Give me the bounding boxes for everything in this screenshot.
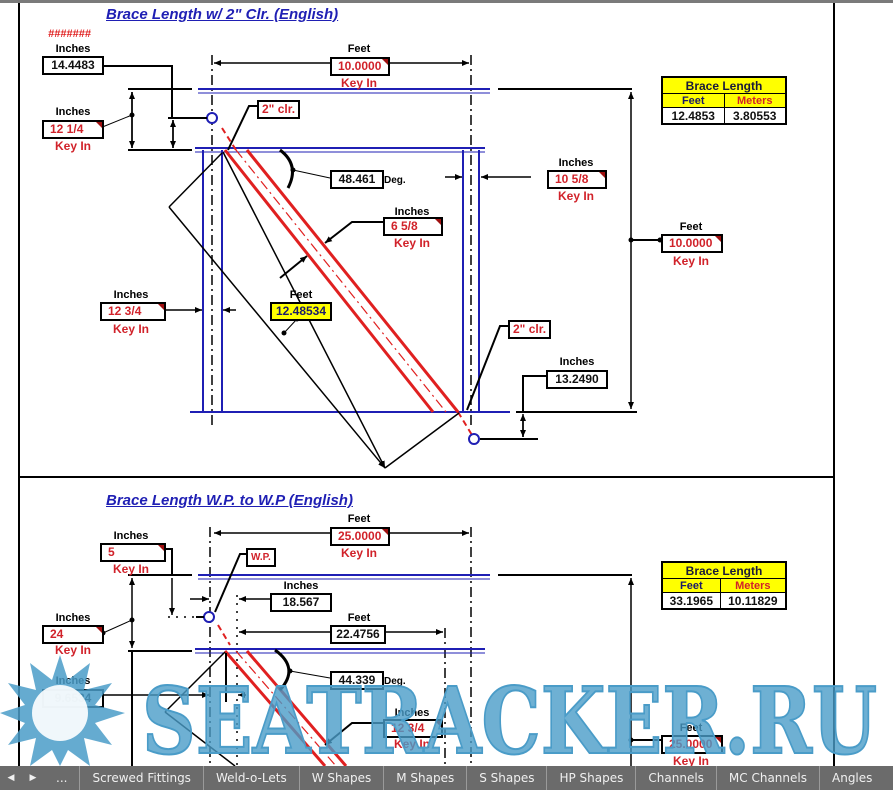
s2-mid-feet-output: 22.4756: [330, 625, 386, 644]
top-inches-output: 14.4483: [42, 56, 104, 75]
result-title: Brace Length: [661, 76, 787, 94]
left-col-key-in: Key In: [112, 322, 149, 336]
s2-offset-inches-label: Inches: [55, 612, 91, 624]
s2-height-feet-label: Feet: [679, 722, 703, 734]
offset-inches-label: Inches: [55, 106, 91, 118]
s2-top-inches-key-in: Key In: [112, 562, 149, 576]
s2-angle-unit: Deg.: [384, 676, 406, 687]
s2-left-inches-output: 9.6534: [42, 689, 104, 708]
s2-height-feet-key-in: Key In: [672, 754, 709, 768]
top-inches-label: Inches: [55, 43, 91, 55]
result-meters-header: Meters: [719, 578, 787, 593]
brace-width-label: Inches: [394, 206, 430, 218]
error-cell: #######: [48, 28, 91, 40]
s2-offset-inches-input[interactable]: 24: [42, 625, 104, 644]
s2-brace-width-key-in: Key In: [393, 737, 430, 751]
tab-weld-o-lets[interactable]: Weld-o-Lets: [202, 766, 299, 790]
offset-inches-input[interactable]: 12 1/4: [42, 120, 104, 139]
s2-offset-inches-key-in: Key In: [54, 643, 91, 657]
left-col-label: Inches: [113, 289, 149, 301]
tab-scroll-right-icon[interactable]: ▶: [29, 773, 37, 783]
s2-angle-output: 44.339: [330, 671, 384, 690]
result-meters-value: 10.11829: [719, 592, 787, 610]
tab-more-ellipsis[interactable]: ...: [56, 771, 68, 785]
right-col-key-in: Key In: [557, 189, 594, 203]
tab-scroll-left-icon[interactable]: ◀: [7, 773, 15, 783]
result-feet-value: 33.1965: [661, 592, 721, 610]
brace-diagram-drawing: [18, 3, 835, 766]
column-header-strip: [0, 0, 893, 3]
tab-hp-shapes[interactable]: HP Shapes: [546, 766, 635, 790]
result-title: Brace Length: [661, 561, 787, 579]
s2-top-inches-input[interactable]: 5: [100, 543, 166, 562]
s2-top-feet-key-in: Key In: [340, 546, 377, 560]
tab-screwed-fittings[interactable]: Screwed Fittings: [79, 766, 202, 790]
height-feet-input[interactable]: 10.0000: [661, 234, 723, 253]
tab-s-shapes[interactable]: S Shapes: [466, 766, 546, 790]
result-meters-value: 3.80553: [723, 107, 787, 125]
height-feet-label: Feet: [679, 221, 703, 233]
angle-unit: Deg.: [384, 175, 406, 186]
s2-top-feet-label: Feet: [347, 513, 371, 525]
result-feet-value: 12.4853: [661, 107, 725, 125]
offset-inches-key-in: Key In: [54, 139, 91, 153]
work-point-tag: W.P.: [246, 548, 276, 567]
brace-feet-output: 12.48534: [270, 302, 332, 321]
clearance-tag-bottom: 2" clr.: [508, 320, 552, 339]
s2-height-feet-input[interactable]: 25.0000: [661, 735, 723, 754]
clearance-tag-top: 2" clr.: [257, 100, 301, 119]
tab-w-shapes[interactable]: W Shapes: [298, 766, 384, 790]
s2-mid-feet-label: Feet: [347, 612, 371, 624]
brace-width-input[interactable]: 6 5/8: [383, 217, 443, 236]
height-feet-key-in: Key In: [672, 254, 709, 268]
section2-title: Brace Length W.P. to W.P (English): [106, 492, 353, 509]
tab-channels[interactable]: Channels: [635, 766, 716, 790]
bottom-inches-output: 13.2490: [546, 370, 608, 389]
right-col-label: Inches: [558, 157, 594, 169]
s2-top-feet-input[interactable]: 25.0000: [330, 527, 390, 546]
s2-brace-width-label: Inches: [394, 707, 430, 719]
brace-width-key-in: Key In: [393, 236, 430, 250]
tab-m-shapes[interactable]: M Shapes: [383, 766, 466, 790]
result-feet-header: Feet: [661, 578, 721, 593]
bottom-inches-label: Inches: [559, 356, 595, 368]
s2-mid-inches-label: Inches: [283, 580, 319, 592]
left-col-input[interactable]: 12 3/4: [100, 302, 166, 321]
top-feet-label: Feet: [347, 43, 371, 55]
s2-left-inches-label: Inches: [55, 675, 91, 687]
right-col-input[interactable]: 10 5/8: [547, 170, 607, 189]
tab-mc-channels[interactable]: MC Channels: [715, 766, 819, 790]
result-meters-header: Meters: [723, 93, 787, 108]
brace-feet-label: Feet: [289, 289, 313, 301]
s2-mid-inches-output: 18.567: [270, 593, 332, 612]
top-feet-key-in: Key In: [340, 76, 377, 90]
sheet-tab-bar: ◀ ▶ ... Screwed Fittings Weld-o-Lets W S…: [0, 766, 893, 790]
s2-brace-width-input[interactable]: 12 3/4: [383, 719, 443, 738]
result-feet-header: Feet: [661, 93, 725, 108]
section1-title: Brace Length w/ 2" Clr. (English): [106, 6, 339, 23]
tab-angles[interactable]: Angles: [819, 766, 884, 790]
s2-top-inches-label: Inches: [113, 530, 149, 542]
angle-output: 48.461: [330, 170, 384, 189]
top-feet-input[interactable]: 10.0000: [330, 57, 390, 76]
spreadsheet-canvas[interactable]: Brace Length w/ 2" Clr. (English) ######…: [0, 3, 893, 768]
